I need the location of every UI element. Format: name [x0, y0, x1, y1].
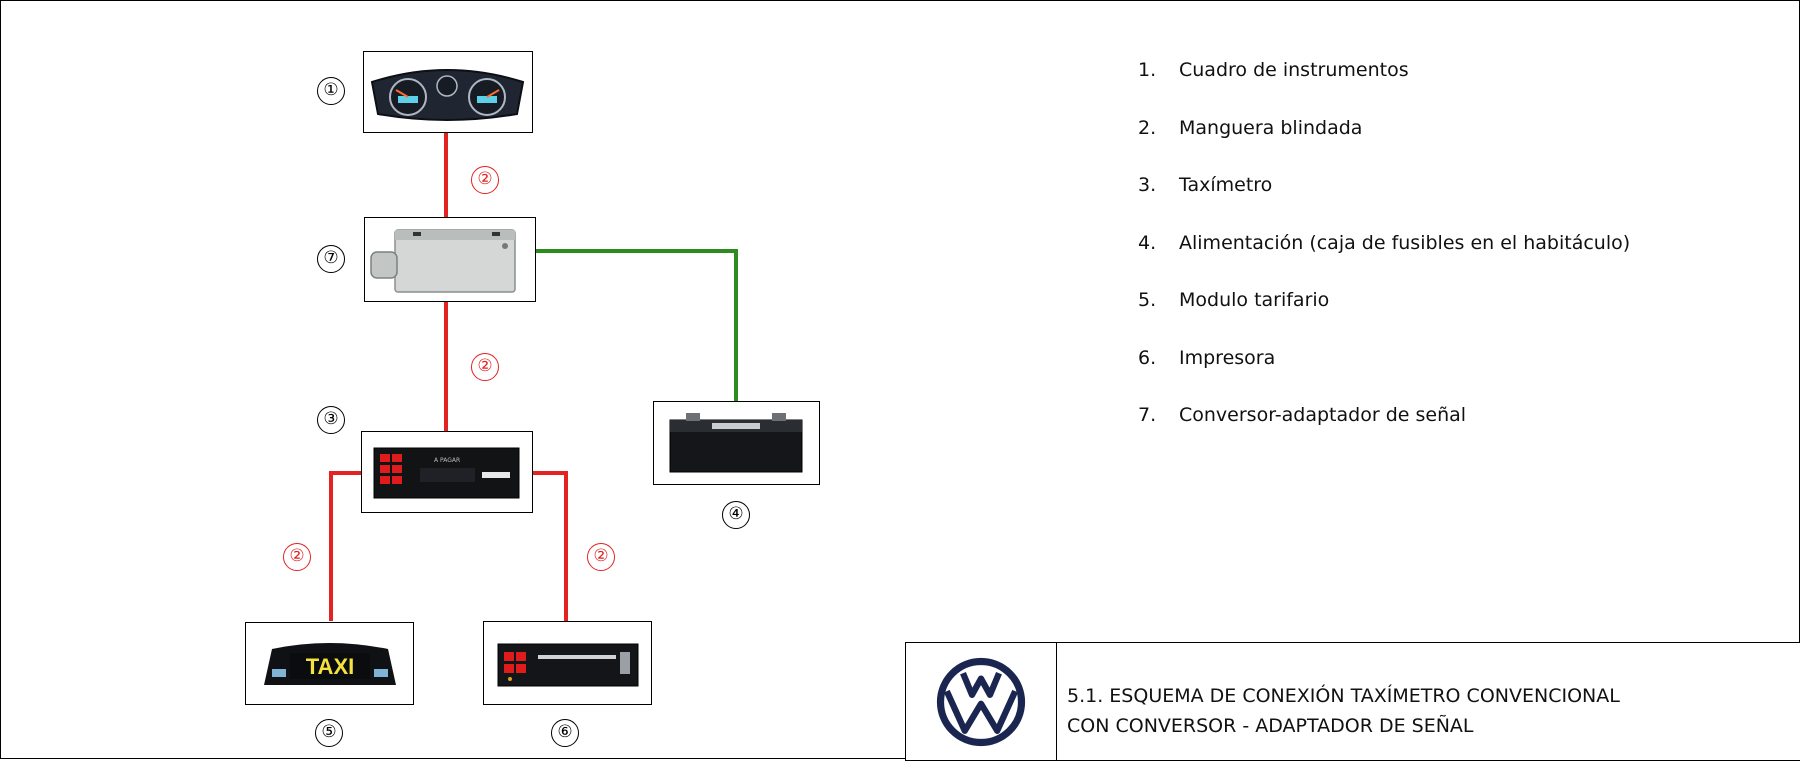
title-line-1: 5.1. ESQUEMA DE CONEXIÓN TAXÍMETRO CONVE… — [1067, 685, 1620, 707]
instrument-cluster-box — [363, 51, 533, 133]
cable-label-3-6: ② — [587, 543, 615, 571]
legend-number: 2. — [1138, 116, 1157, 139]
label-7: ⑦ — [317, 245, 345, 273]
label-1: ① — [317, 77, 345, 105]
taximeter-box: A PAGAR — [361, 431, 533, 513]
cable-3-to-6 — [533, 471, 568, 621]
legend-text: Modulo tarifario — [1179, 289, 1330, 311]
legend-item: 6. Impresora — [1138, 347, 1630, 405]
logo-cell — [906, 643, 1057, 760]
label-5: ⑤ — [315, 719, 343, 747]
legend-number: 3. — [1138, 174, 1157, 196]
taximeter-screen-text: A PAGAR — [434, 457, 460, 464]
legend-item: 7. Conversor-adaptador de señal — [1138, 404, 1630, 462]
legend-text: Conversor-adaptador de señal — [1179, 404, 1467, 426]
label-6: ⑥ — [551, 719, 579, 747]
legend-text: Alimentación (caja de fusibles en el hab… — [1179, 231, 1631, 254]
tariff-module-box: TAXI — [245, 622, 414, 705]
legend-item: 4. Alimentación (caja de fusibles en el h… — [1138, 232, 1630, 290]
converter-box — [364, 217, 536, 302]
title-line-2: CON CONVERSOR - ADAPTADOR DE SEÑAL — [1067, 715, 1474, 737]
printer-image — [497, 643, 639, 687]
title-block: 5.1. ESQUEMA DE CONEXIÓN TAXÍMETRO CONVE… — [905, 642, 1800, 761]
vw-logo-icon — [936, 657, 1026, 746]
legend-text: Taxímetro — [1179, 174, 1273, 196]
legend-list: 1. Cuadro de instrumentos 2. Manguera blin… — [1138, 59, 1630, 462]
instrument-cluster-image — [370, 69, 525, 121]
cable-3-to-5 — [329, 471, 361, 621]
legend-number: 6. — [1138, 346, 1157, 369]
cable-label-3-5: ② — [283, 543, 311, 571]
legend-text: Cuadro de instrumentos — [1179, 59, 1409, 81]
cable-7-to-4 — [536, 249, 738, 401]
printer-box — [483, 621, 652, 705]
legend-item: 1. Cuadro de instrumentos — [1138, 59, 1630, 117]
legend-text: Impresora — [1179, 346, 1276, 369]
taximeter-image: A PAGAR — [373, 447, 520, 499]
legend-number: 1. — [1138, 59, 1157, 81]
battery-box — [653, 401, 820, 485]
taxi-sign-text: TAXI — [306, 654, 354, 679]
title-cell: 5.1. ESQUEMA DE CONEXIÓN TAXÍMETRO CONVE… — [1057, 643, 1800, 760]
cable-label-7-3: ② — [471, 353, 499, 381]
label-4: ④ — [722, 501, 750, 529]
converter-image — [370, 229, 516, 293]
legend-item: 2. Manguera blindada — [1138, 117, 1630, 175]
legend-item: 5. Modulo tarifario — [1138, 289, 1630, 347]
taxi-sign-image: TAXI — [264, 643, 396, 685]
legend-number: 5. — [1138, 289, 1157, 311]
cable-label-1-7: ② — [471, 166, 499, 194]
legend-number: 4. — [1138, 231, 1157, 254]
legend-item: 3. Taxímetro — [1138, 174, 1630, 232]
legend-number: 7. — [1138, 404, 1157, 426]
legend-text: Manguera blindada — [1179, 116, 1363, 139]
label-3: ③ — [317, 406, 345, 434]
battery-image — [669, 413, 803, 473]
